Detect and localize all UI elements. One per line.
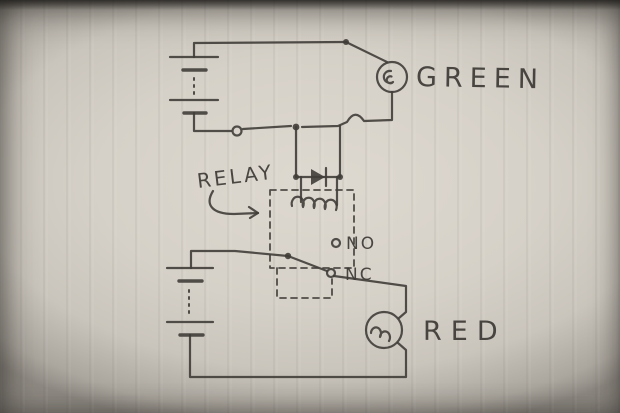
- switch: [192, 111, 300, 137]
- lamp-filament: [382, 69, 395, 85]
- wire-lamp-return: [300, 90, 394, 129]
- junction-dot: [293, 174, 299, 180]
- relay-coil: [290, 175, 339, 212]
- relay-label: RELAY: [196, 160, 276, 193]
- wire-diode-feeds: [294, 124, 342, 179]
- armature-blade: [286, 254, 329, 273]
- junction-dot: [337, 174, 343, 180]
- wire-bottom: [188, 249, 408, 379]
- relay-arrow: [208, 189, 260, 220]
- wire-top: [192, 39, 389, 64]
- red-lamp: [364, 310, 404, 350]
- relay-dashed-box: [269, 189, 355, 269]
- green-lamp: [375, 60, 409, 94]
- switch-pivot: [231, 125, 243, 137]
- arrowhead-icon: [247, 205, 260, 220]
- relay-contacts: [284, 237, 342, 279]
- no-contact: [330, 237, 342, 249]
- no-label: NO: [346, 234, 376, 254]
- battery-top: [168, 55, 220, 115]
- red-label: RED: [423, 316, 507, 347]
- battery-bottom: [165, 266, 215, 337]
- relay-linkage-dashed: [276, 267, 333, 299]
- nc-contact: [325, 267, 337, 279]
- lamp-filament: [369, 326, 392, 343]
- switch-blade: [241, 124, 293, 131]
- diode-triangle: [311, 169, 325, 185]
- green-label: GREEN: [416, 62, 546, 95]
- junction-dot: [343, 39, 349, 45]
- diode: [293, 166, 343, 188]
